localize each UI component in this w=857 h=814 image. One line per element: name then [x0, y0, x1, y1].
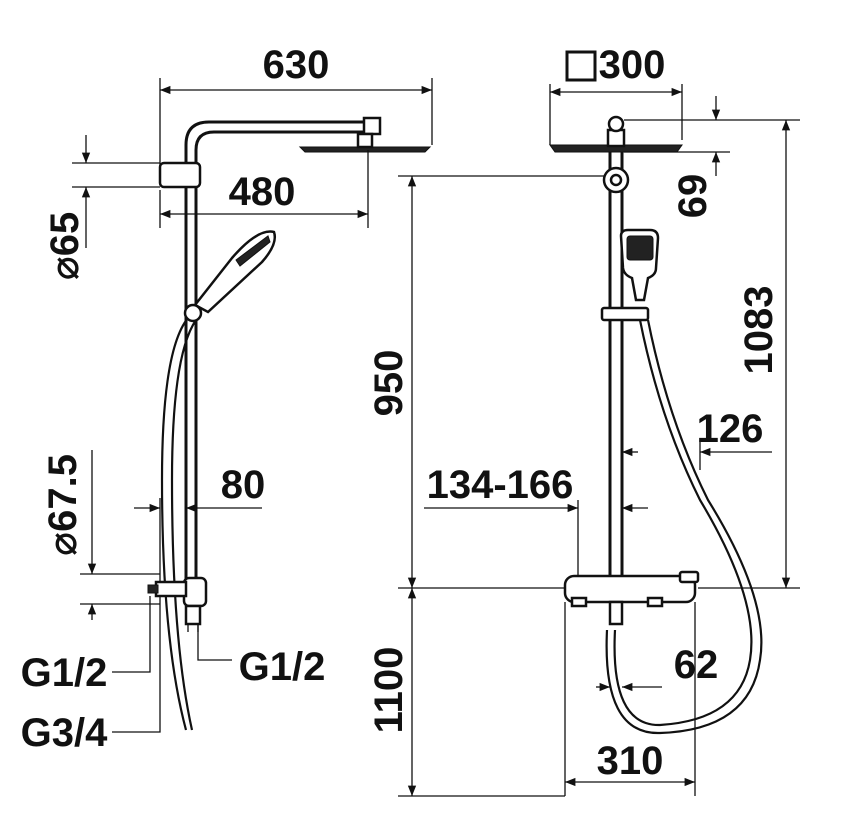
thermostatic-mixer	[563, 574, 697, 604]
rain-head	[298, 146, 432, 153]
label-g12-left: G1/2	[21, 651, 108, 695]
dim-dia675: ⌀67.5	[41, 454, 85, 556]
overhead-arm	[184, 120, 380, 178]
dim-1083: 1083	[737, 286, 781, 375]
dim-dia65: ⌀65	[43, 212, 87, 281]
dim-310: 310	[597, 739, 664, 783]
side-view: 630 480 ⌀65 ⌀67.5 80 G1/2 G3/4 G1/2	[21, 43, 433, 755]
label-g12-right: G1/2	[239, 645, 326, 689]
label-g34: G3/4	[21, 711, 108, 755]
dim-62: 62	[674, 643, 719, 687]
dim-300: 300	[599, 43, 666, 87]
dim-126: 126	[697, 407, 764, 451]
holder	[158, 161, 202, 189]
dim-630: 630	[263, 43, 330, 87]
dim-69: 69	[671, 174, 715, 219]
square-icon	[565, 50, 597, 82]
hose-front	[613, 319, 753, 727]
dim-1100: 1100	[367, 647, 411, 734]
arm-connector	[362, 116, 382, 136]
mixer-side	[182, 576, 208, 608]
hose	[160, 317, 189, 731]
front-view: 300 69 1083	[367, 43, 800, 797]
dim-480: 480	[229, 170, 296, 214]
dim-134-166: 134-166	[427, 463, 574, 507]
dim-80: 80	[221, 463, 266, 507]
dim-950: 950	[367, 350, 411, 417]
